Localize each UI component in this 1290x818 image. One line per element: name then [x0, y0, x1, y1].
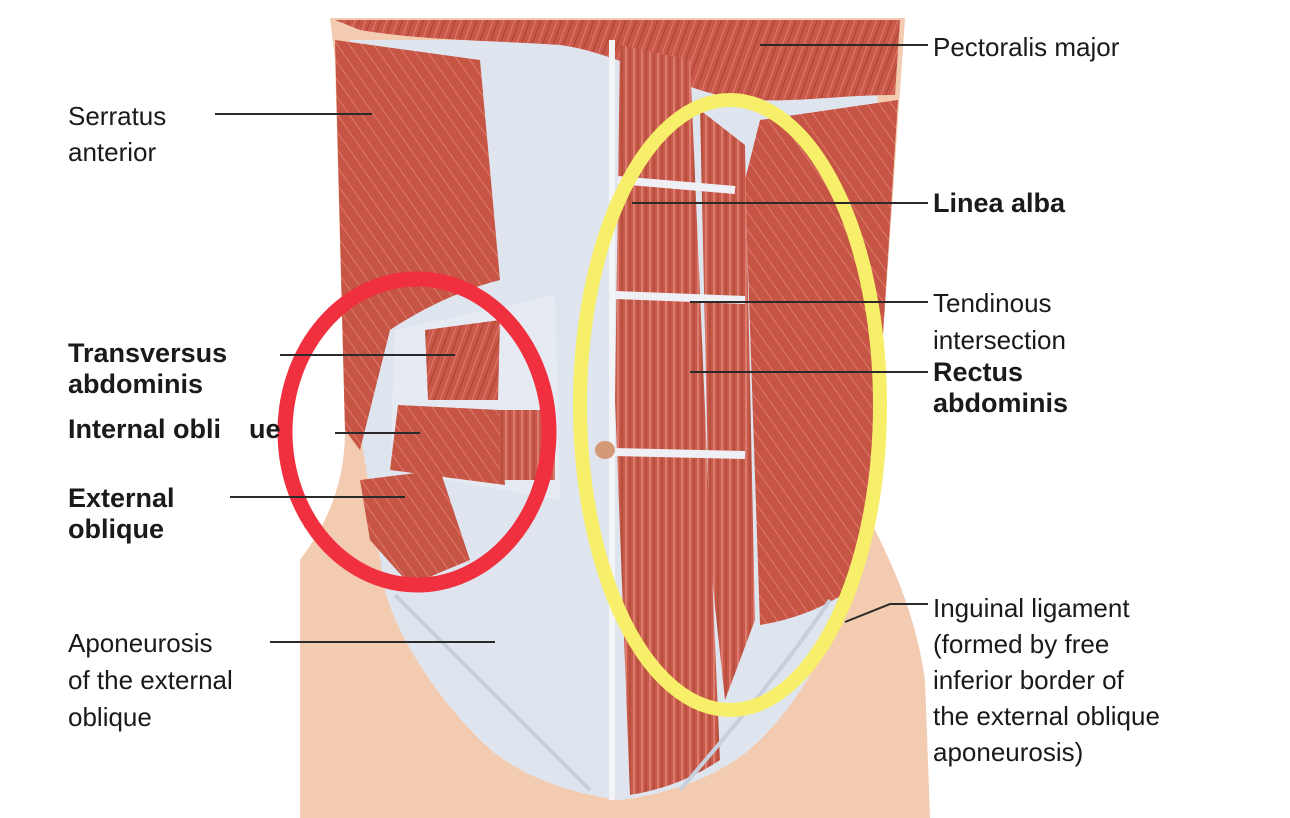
yellow-highlight-ellipse: [573, 93, 887, 717]
label-aponeurosis: Aponeurosis of the external oblique: [68, 628, 240, 732]
label-rectus-abdominis: Rectus abdominis: [933, 357, 1068, 418]
label-inguinal-ligament: Inguinal ligament (formed by free inferi…: [933, 593, 1167, 767]
transversus-abdominis-muscle: [425, 320, 500, 400]
label-tendinous-intersection: Tendinous intersection: [933, 288, 1066, 355]
label-external-oblique: External oblique: [68, 483, 182, 544]
label-pectoralis-major: Pectoralis major: [933, 32, 1120, 62]
rectus-abdominis-left: [615, 45, 720, 795]
serratus-anterior-muscle: [335, 40, 500, 450]
tendinous-line-1: [617, 176, 736, 194]
internal-oblique-muscle: [390, 405, 505, 485]
red-highlight-circle: [277, 271, 557, 593]
rectus-abdominis-right: [700, 110, 755, 700]
label-linea-alba: Linea alba: [933, 188, 1066, 218]
umbilicus: [595, 441, 615, 459]
tendinous-line-2: [614, 291, 746, 304]
external-oblique-muscle: [360, 470, 470, 585]
tendinous-line-3: [611, 448, 746, 459]
label-transversus-abdominis: Transversus abdominis: [68, 338, 235, 399]
label-serratus-anterior: Serratus anterior: [68, 101, 174, 167]
inguinal-curve-left: [393, 593, 592, 792]
inguinal-curve-right: [678, 598, 832, 792]
pectoralis-major-muscle: [335, 20, 900, 101]
labels: Pectoralis major Serratus anterior Linea…: [68, 32, 1167, 767]
torso-illustration: [300, 18, 930, 818]
leader-inguinal: [844, 603, 928, 623]
leader-lines: [215, 44, 928, 643]
